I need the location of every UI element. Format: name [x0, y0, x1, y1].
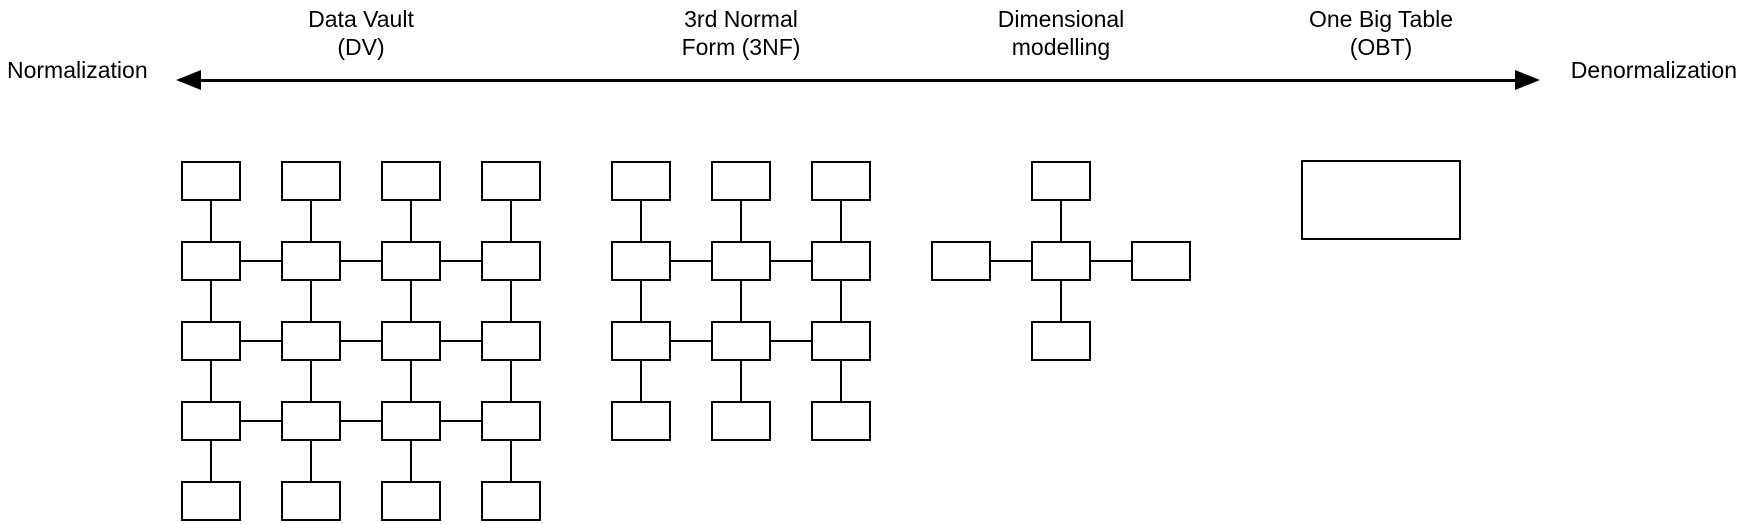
connector-line [509, 441, 513, 481]
table-box [711, 241, 771, 281]
connector-line [671, 259, 711, 263]
table-box [811, 401, 871, 441]
label-one-big-table: One Big Table (OBT) [1309, 5, 1453, 61]
connector-line [839, 281, 843, 321]
table-box [381, 481, 441, 521]
connector-line [441, 419, 481, 423]
label-dimensional-modelling: Dimensional modelling [998, 5, 1125, 61]
connector-line [309, 201, 313, 241]
label-obt-line2: (OBT) [1349, 34, 1413, 60]
label-obt-line1: One Big Table [1308, 6, 1454, 32]
table-box [711, 401, 771, 441]
connector-line [241, 259, 281, 263]
table-box [611, 161, 671, 201]
table-box [181, 321, 241, 361]
connector-line [839, 201, 843, 241]
table-box [181, 401, 241, 441]
table-box [381, 241, 441, 281]
table-box [611, 321, 671, 361]
label-data-vault-line1: Data Vault [308, 6, 414, 32]
table-box [481, 321, 541, 361]
arrow-right-head-icon [1515, 70, 1540, 90]
connector-line [241, 339, 281, 343]
connector-line [409, 201, 413, 241]
table-box [281, 241, 341, 281]
table-box [1031, 161, 1091, 201]
denormalization-label: Denormalization [1570, 57, 1737, 83]
table-box [1131, 241, 1191, 281]
table-box [1301, 160, 1461, 240]
table-box [281, 481, 341, 521]
connector-line [341, 339, 381, 343]
label-3nf: 3rd Normal Form (3NF) [682, 5, 801, 61]
table-box [481, 481, 541, 521]
connector-line [739, 201, 743, 241]
arrow-left-head-icon [176, 70, 201, 90]
connector-line [639, 281, 643, 321]
connector-line [1091, 259, 1131, 263]
table-box [811, 241, 871, 281]
connector-line [771, 259, 811, 263]
label-data-vault: Data Vault (DV) [308, 5, 414, 61]
table-box [381, 321, 441, 361]
connector-line [671, 339, 711, 343]
connector-line [639, 201, 643, 241]
connector-line [341, 259, 381, 263]
label-3nf-line2: Form (3NF) [681, 34, 801, 60]
connector-line [209, 281, 213, 321]
connector-line [639, 361, 643, 401]
connector-line [241, 419, 281, 423]
table-box [381, 401, 441, 441]
table-box [711, 321, 771, 361]
table-box [181, 161, 241, 201]
table-box [481, 401, 541, 441]
table-box [481, 241, 541, 281]
normalization-label: Normalization [7, 57, 148, 83]
connector-line [839, 361, 843, 401]
connector-line [739, 361, 743, 401]
table-box [811, 161, 871, 201]
table-box [281, 401, 341, 441]
connector-line [441, 339, 481, 343]
connector-line [739, 281, 743, 321]
connector-line [409, 441, 413, 481]
connector-line [341, 419, 381, 423]
connector-line [509, 281, 513, 321]
table-box [381, 161, 441, 201]
connector-line [441, 259, 481, 263]
table-box [181, 241, 241, 281]
label-dimensional-line1: Dimensional [997, 6, 1125, 32]
table-box [711, 161, 771, 201]
table-box [281, 161, 341, 201]
connector-line [209, 441, 213, 481]
table-box [931, 241, 991, 281]
table-box [1031, 241, 1091, 281]
connector-line [309, 441, 313, 481]
table-box [811, 321, 871, 361]
connector-line [1059, 281, 1063, 321]
arrow-line [193, 78, 1523, 82]
label-dimensional-line2: modelling [1011, 34, 1111, 60]
label-data-vault-line2: (DV) [337, 34, 385, 60]
connector-line [991, 259, 1031, 263]
table-box [611, 401, 671, 441]
table-box [1031, 321, 1091, 361]
connector-line [771, 339, 811, 343]
connector-line [509, 361, 513, 401]
label-3nf-line1: 3rd Normal [684, 6, 798, 32]
connector-line [309, 281, 313, 321]
connector-line [1059, 201, 1063, 241]
table-box [611, 241, 671, 281]
table-box [481, 161, 541, 201]
connector-line [409, 361, 413, 401]
table-box [281, 321, 341, 361]
connector-line [409, 281, 413, 321]
connector-line [509, 201, 513, 241]
table-box [181, 481, 241, 521]
connector-line [209, 361, 213, 401]
connector-line [309, 361, 313, 401]
connector-line [209, 201, 213, 241]
